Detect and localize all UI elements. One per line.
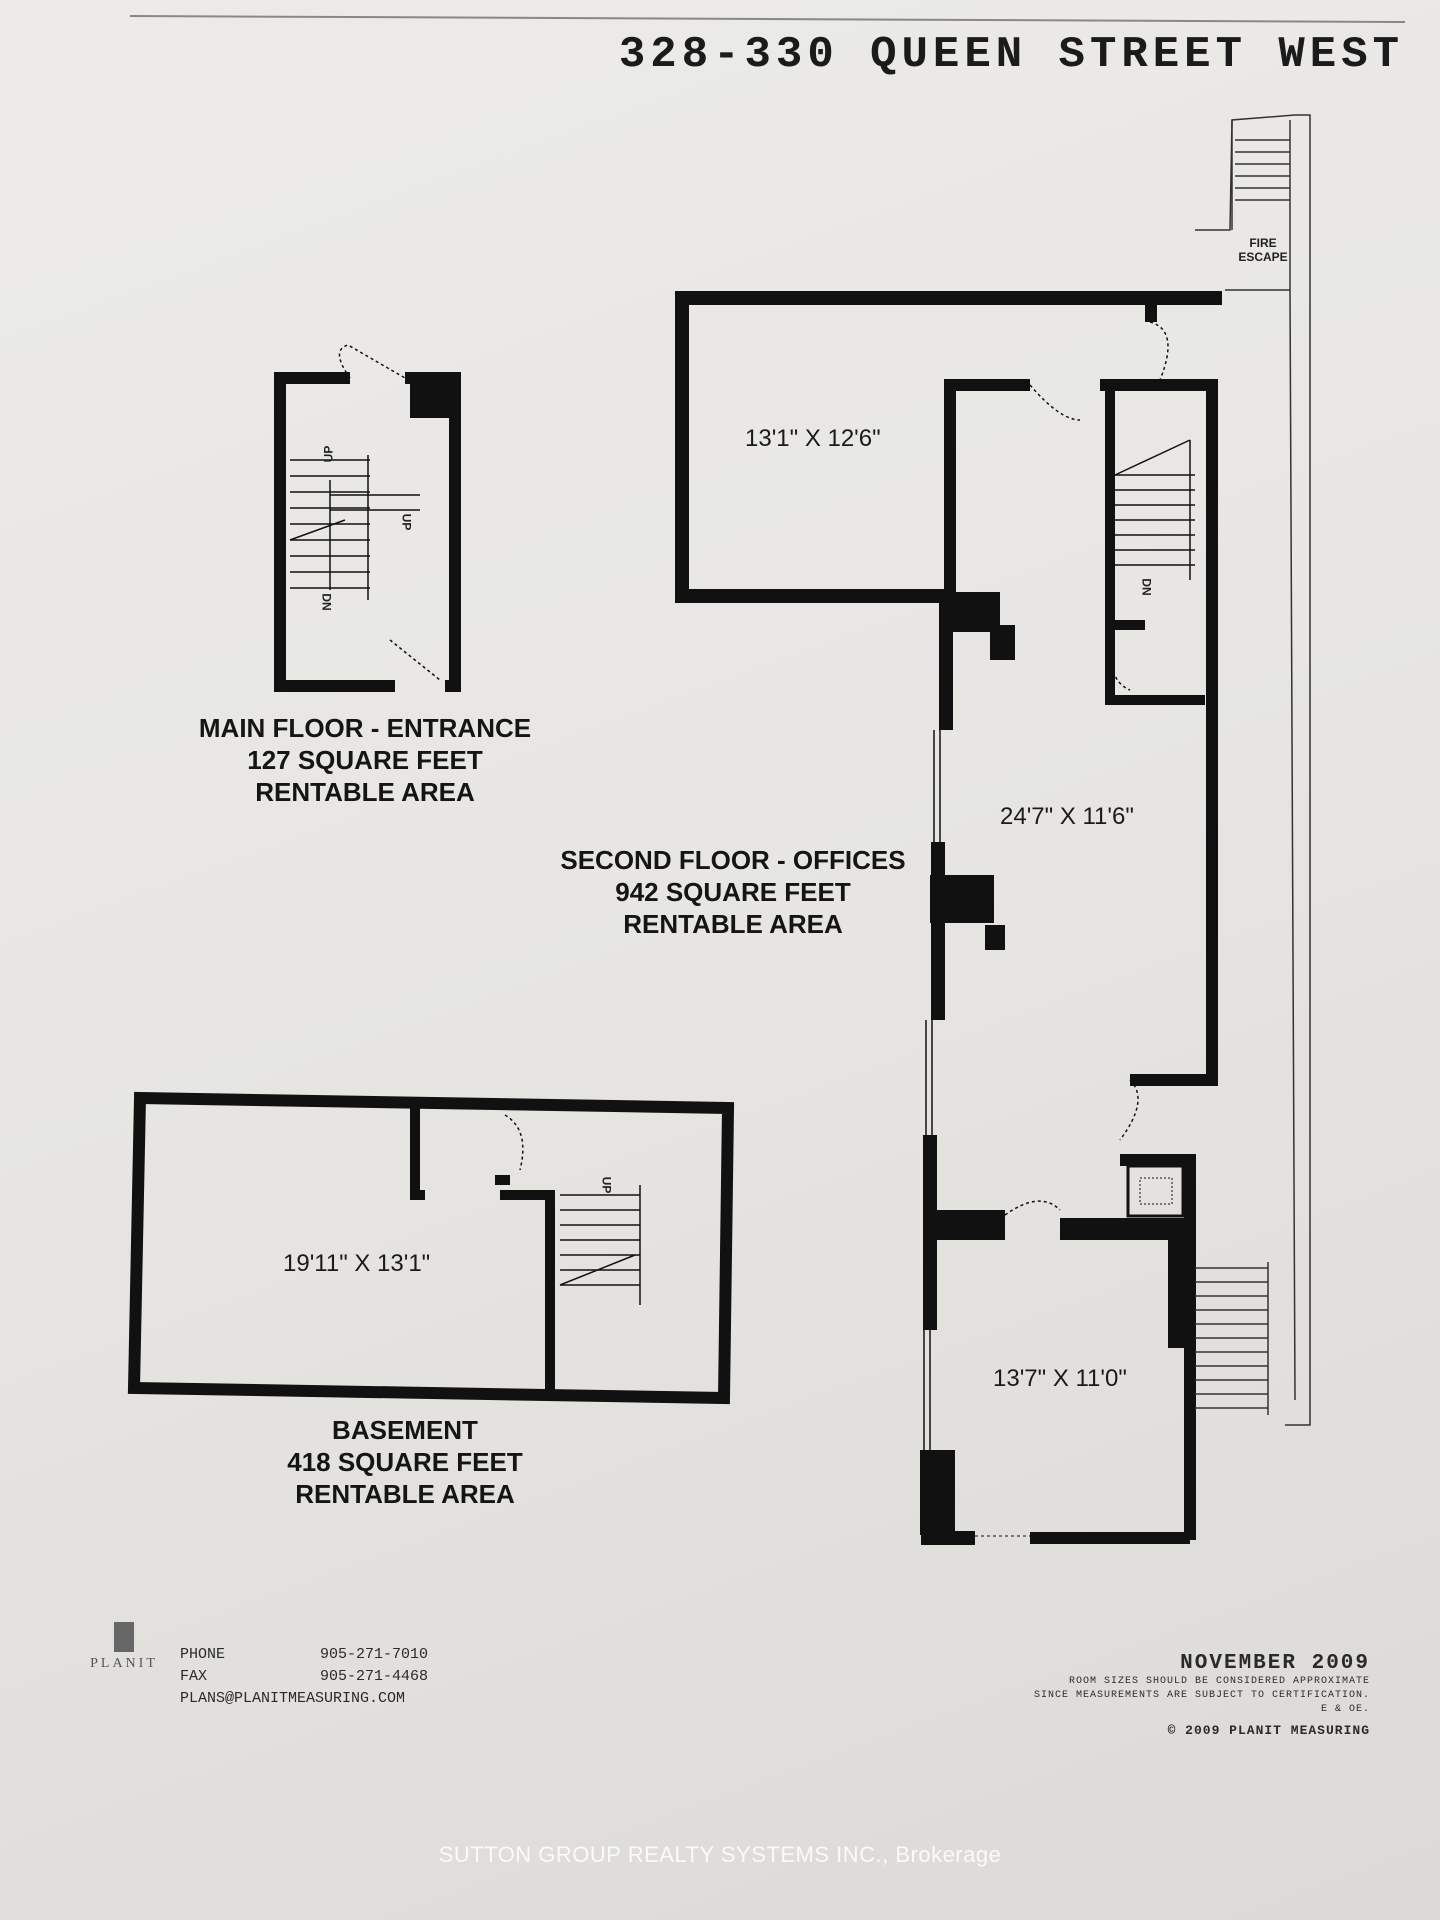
plan-date: NOVEMBER 2009 xyxy=(1180,1652,1370,1675)
basement-caption-line1: BASEMENT xyxy=(332,1415,478,1445)
plan-notes: NOVEMBER 2009 ROOM SIZES SHOULD BE CONSI… xyxy=(1034,1652,1370,1738)
phone-row: PHONE 905-271-7010 xyxy=(180,1644,428,1666)
room-dimension-middle: 24'7" X 11'6" xyxy=(1000,803,1134,830)
second-floor-caption: SECOND FLOOR - OFFICES 942 SQUARE FEET R… xyxy=(548,844,918,940)
fire-escape-label: FIRE ESCAPE xyxy=(1238,236,1288,264)
second-floor-plan xyxy=(675,291,1222,1545)
basement-caption: BASEMENT 418 SQUARE FEET RENTABLE AREA xyxy=(255,1414,555,1510)
fax-value: 905-271-4468 xyxy=(320,1668,429,1685)
document-title: 328-330 QUEEN STREET WEST xyxy=(618,30,1404,80)
main-floor-plan xyxy=(274,344,461,692)
main-floor-caption-line2: 127 SQUARE FEET xyxy=(247,745,483,775)
second-floor-stair-dn-label: DN xyxy=(1139,578,1154,596)
second-floor-caption-line2: 942 SQUARE FEET xyxy=(615,877,851,907)
copyright: © 2009 PLANIT MEASURING xyxy=(1167,1723,1370,1738)
basement-room-dimension: 19'11" X 13'1" xyxy=(283,1250,431,1277)
disclaimer-line2: SINCE MEASUREMENTS ARE SUBJECT TO CERTIF… xyxy=(1033,1690,1370,1701)
fax-row: FAX 905-271-4468 xyxy=(180,1666,428,1688)
second-floor-caption-line3: RENTABLE AREA xyxy=(623,909,843,939)
main-floor-caption-line3: RENTABLE AREA xyxy=(255,777,475,807)
planit-logo: PLANIT xyxy=(74,1622,174,1672)
main-floor-stair-up-label: UP xyxy=(321,445,336,463)
fax-label: FAX xyxy=(180,1668,208,1685)
room-dimension-bottom: 13'7" X 11'0" xyxy=(993,1365,1127,1392)
room-dimension-top: 13'1" X 12'6" xyxy=(745,425,881,452)
phone-value: 905-271-7010 xyxy=(320,1646,429,1663)
second-floor-caption-line1: SECOND FLOOR - OFFICES xyxy=(560,845,906,875)
fire-escape xyxy=(1195,114,1311,1426)
main-floor-caption: MAIN FLOOR - ENTRANCE 127 SQUARE FEET RE… xyxy=(190,712,540,808)
phone-label: PHONE xyxy=(180,1646,226,1663)
basement-caption-line2: 418 SQUARE FEET xyxy=(287,1447,523,1477)
main-floor-stair-dn-label: DN xyxy=(319,593,334,611)
main-floor-stair-up-label-2: UP xyxy=(399,513,414,531)
email: PLANS@PLANITMEASURING.COM xyxy=(180,1690,406,1707)
planit-logo-text: PLANIT xyxy=(90,1656,158,1671)
planit-logo-mark-icon xyxy=(114,1622,134,1652)
basement-stair-up-label: UP xyxy=(599,1176,614,1194)
disclaimer-line1: ROOM SIZES SHOULD BE CONSIDERED APPROXIM… xyxy=(1068,1676,1370,1687)
basement-caption-line3: RENTABLE AREA xyxy=(295,1479,515,1509)
main-floor-caption-line1: MAIN FLOOR - ENTRANCE xyxy=(198,713,532,743)
disclaimer-line3: E & OE. xyxy=(1320,1704,1370,1715)
basement-plan xyxy=(127,1091,735,1405)
brokerage-watermark: SUTTON GROUP REALTY SYSTEMS INC., Broker… xyxy=(438,1842,1002,1867)
contact-info: PHONE 905-271-7010 FAX 905-271-4468 PLAN… xyxy=(180,1644,428,1710)
